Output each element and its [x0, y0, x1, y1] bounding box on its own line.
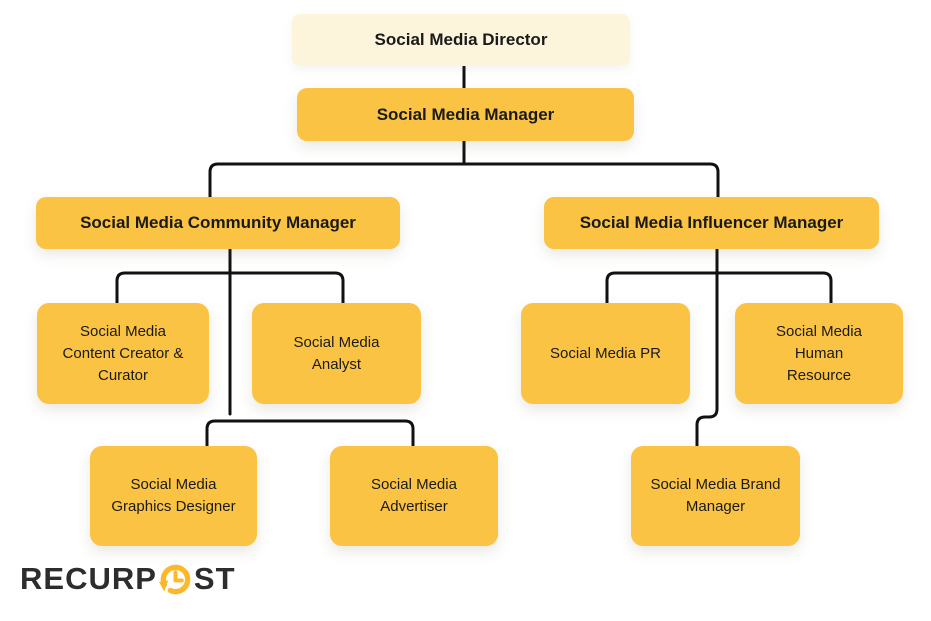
org-node-social-media-advertiser: Social Media Advertiser [330, 446, 498, 546]
org-node-social-media-influencer-manager: Social Media Influencer Manager [544, 197, 879, 249]
edge-influencer-trunk-brand [695, 247, 719, 448]
logo-text-left: RECURP [20, 560, 157, 596]
org-node-label: Social Media Brand Manager [650, 476, 781, 515]
org-node-label: Social Media Community Manager [80, 213, 356, 232]
edge-influencer-children [605, 271, 833, 305]
org-node-social-media-pr: Social Media PR [521, 303, 690, 404]
recurpost-logo: RECURP ST [20, 560, 236, 597]
org-node-label: Social Media Human Resource [776, 322, 862, 384]
org-node-label: Social Media Graphics Designer [111, 476, 236, 515]
edge-community-children [115, 271, 345, 305]
org-node-social-media-brand-manager: Social Media Brand Manager [631, 446, 800, 546]
edge-community-grandchildren [205, 419, 415, 448]
org-node-social-media-community-manager: Social Media Community Manager [36, 197, 400, 249]
org-node-label: Social Media Analyst [293, 333, 380, 373]
org-node-label: Social Media Content Creator & Curator [62, 322, 184, 384]
org-node-label: Social Media Influencer Manager [579, 213, 844, 232]
org-node-label: Social Media Manager [376, 104, 555, 124]
org-node-social-media-graphics-designer: Social Media Graphics Designer [90, 446, 257, 546]
logo-text-right: ST [193, 560, 236, 596]
org-node-social-media-analyst: Social Media Analyst [252, 303, 421, 404]
org-node-social-media-manager: Social Media Manager [297, 88, 634, 141]
org-node-social-media-content-creator-curator: Social Media Content Creator & Curator [37, 303, 209, 404]
clock-history-icon [158, 564, 191, 595]
org-node-label: Social Media PR [550, 344, 661, 362]
org-node-label: Social Media Director [374, 30, 548, 49]
org-node-social-media-human-resource: Social Media Human Resource [735, 303, 903, 404]
org-node-social-media-director: Social Media Director [292, 14, 630, 66]
edge-manager-branches [208, 162, 720, 199]
org-node-label: Social Media Advertiser [371, 476, 457, 515]
